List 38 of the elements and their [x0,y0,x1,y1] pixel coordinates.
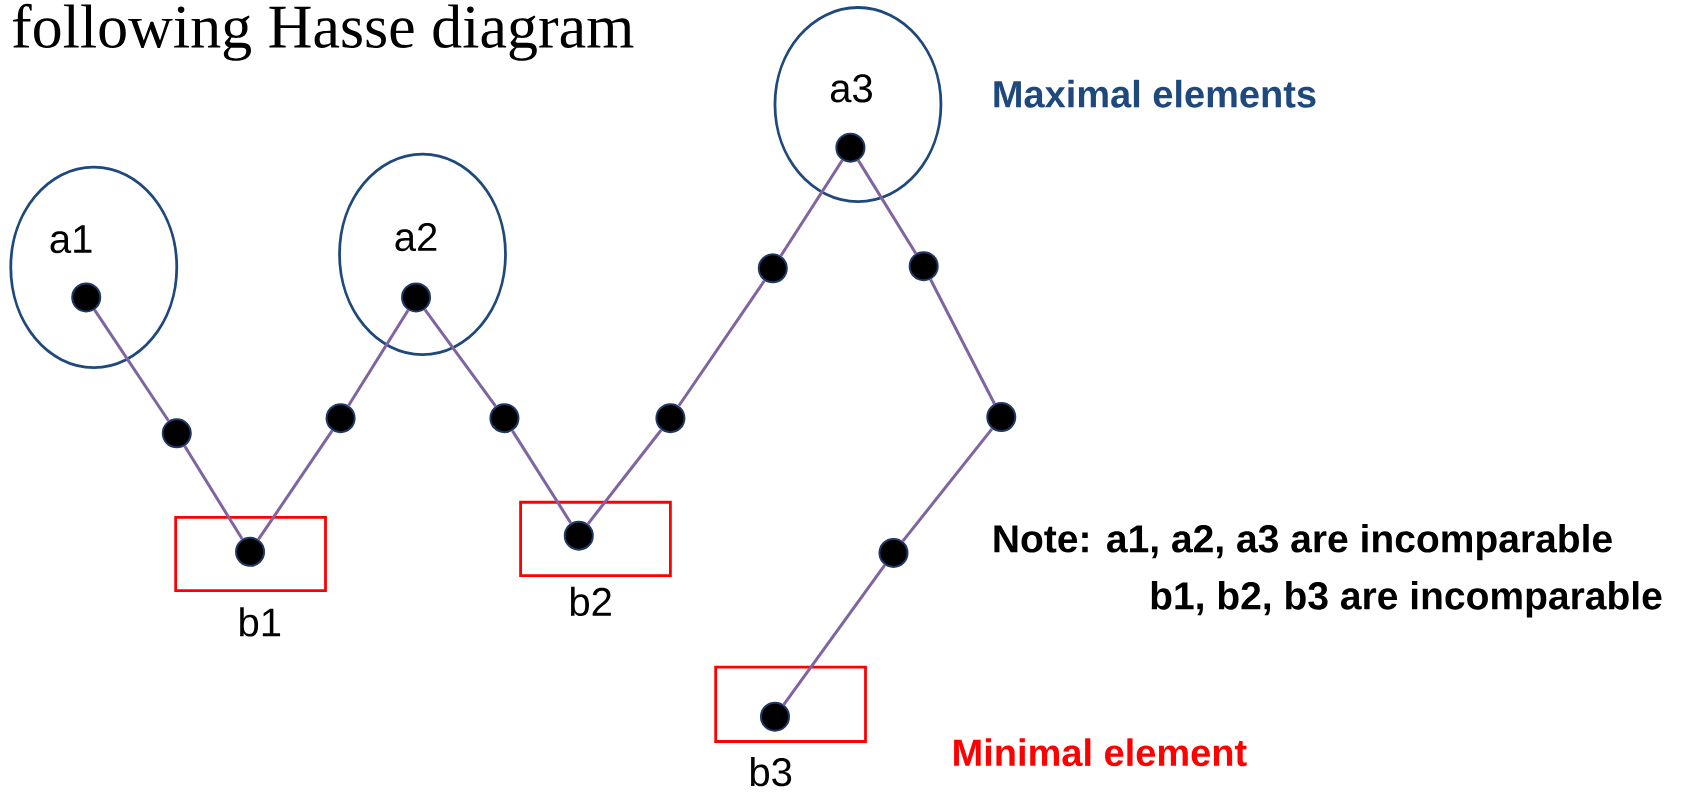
hasse-line [677,279,766,407]
vertex-dot [655,402,686,433]
hasse-line [511,429,573,524]
vertex-dot [563,520,594,551]
note-text: b1, b2, b3 are incomparable [1151,580,1662,618]
vertex-dot [878,537,909,568]
element-box: b1 [174,515,327,637]
hasse-line [929,278,996,405]
vertex-dot [908,251,939,281]
hasse-line [347,309,410,407]
hasse-line [183,445,244,540]
node-label: b3 [750,756,792,787]
hasse-line [901,427,994,542]
hasse-line [782,564,886,706]
vertex-dot [325,402,356,433]
vertex-dot [71,282,102,313]
vertex-dot [759,701,790,732]
hasse-line [257,429,334,541]
vertex-dot [757,253,788,284]
vertex-dot [235,536,266,567]
element-box: b3 [714,665,867,787]
hasse-line [857,159,918,255]
annotation: Maximal elements [994,79,1316,108]
vertex-dot [401,282,432,313]
note-text: Note: a1, a2, a3 are incomparable [994,523,1612,561]
node-label: b2 [570,586,611,616]
hasse-line [779,159,844,257]
hasse-line [423,308,497,407]
vertex-dot [986,401,1017,432]
node-label: b1 [240,607,281,637]
hasse-line [93,308,170,422]
element-box: b2 [519,500,672,616]
vertex-dot [835,132,866,163]
heading: following Hasse diagram [12,3,634,61]
hasse-line [586,428,663,525]
vertex-dot [489,402,520,433]
annotation: Minimal element [954,738,1247,767]
vertex-dot [161,418,192,449]
